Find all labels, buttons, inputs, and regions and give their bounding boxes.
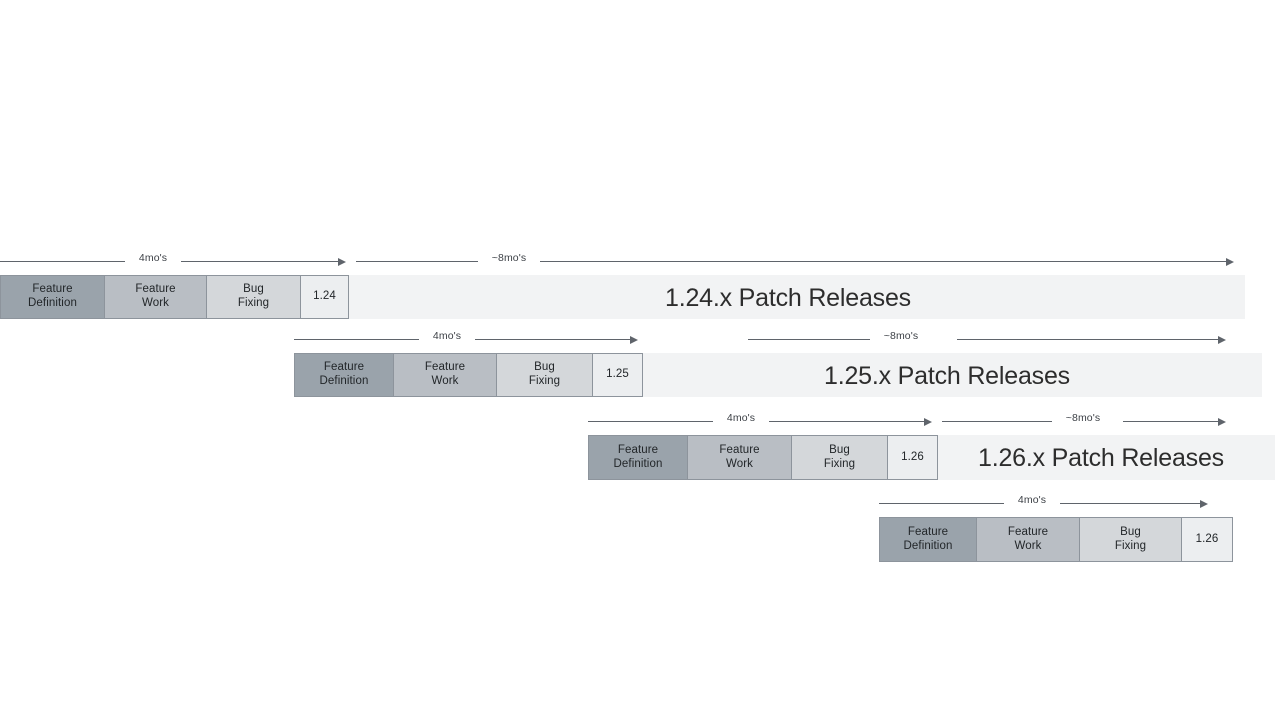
phase-track-126: Feature Definition Feature Work Bug Fixi… (588, 435, 938, 480)
phase-box-bug-fixing-126[interactable]: Bug Fixing (791, 435, 888, 480)
arrow-line-right (957, 339, 1220, 340)
phase-label-line1: Bug (243, 283, 264, 296)
version-tag-box-next[interactable]: 1.26 (1181, 517, 1233, 562)
phase-box-feature-work-126[interactable]: Feature Work (687, 435, 792, 480)
duration-label-dev-124: 4mo's (138, 252, 168, 264)
phase-box-feature-definition-next[interactable]: Feature Definition (879, 517, 977, 562)
phase-label-line2: Definition (319, 375, 369, 387)
phase-label-line1: Feature (32, 283, 73, 296)
duration-arrow-dev-126: 4mo's (588, 412, 934, 436)
arrow-line-right (1123, 421, 1220, 422)
version-tag-label: 1.24 (313, 290, 336, 303)
phase-box-feature-work-next[interactable]: Feature Work (976, 517, 1080, 562)
version-tag-label: 1.26 (1195, 532, 1219, 545)
phase-label-line1: Bug (534, 361, 555, 374)
duration-arrow-patch-125: ~8mo's (748, 330, 1236, 354)
arrow-line-right (181, 261, 340, 262)
arrowhead-icon (1200, 499, 1208, 508)
phase-box-bug-fixing-next[interactable]: Bug Fixing (1079, 517, 1182, 562)
duration-label-dev-next: 4mo's (1017, 494, 1047, 506)
phase-label-line1: Feature (719, 443, 760, 456)
arrowhead-icon (1226, 257, 1234, 266)
phase-box-feature-definition-126[interactable]: Feature Definition (588, 435, 688, 480)
phase-label-line2: Work (1014, 539, 1042, 552)
phase-box-feature-definition-125[interactable]: Feature Definition (294, 353, 394, 397)
phase-label-line1: Feature (617, 443, 659, 456)
version-tag-label: 1.26 (901, 450, 924, 463)
phase-label-line1: Bug (1120, 525, 1141, 538)
duration-arrow-patch-126: ~8mo's (942, 412, 1236, 436)
phase-label-line1: Bug (829, 443, 850, 456)
patch-release-label-126: 1.26.x Patch Releases (978, 444, 1224, 472)
version-tag-box-125[interactable]: 1.25 (592, 353, 643, 397)
phase-label-line2: Fixing (237, 297, 270, 309)
arrow-line-left (588, 421, 713, 422)
arrowhead-icon (1218, 335, 1226, 344)
arrow-line-left (356, 261, 478, 262)
phase-label-line1: Feature (1007, 525, 1049, 538)
phase-box-feature-definition-124[interactable]: Feature Definition (0, 275, 105, 319)
arrowhead-icon (630, 335, 638, 344)
arrowhead-icon (924, 417, 932, 426)
phase-box-bug-fixing-125[interactable]: Bug Fixing (496, 353, 593, 397)
phase-label-line1: Feature (323, 361, 365, 374)
arrow-line-left (294, 339, 419, 340)
phase-track-124: Feature Definition Feature Work Bug Fixi… (0, 275, 349, 319)
arrow-line-right (769, 421, 926, 422)
phase-label-line1: Feature (135, 283, 176, 296)
phase-label-line2: Fixing (528, 375, 561, 387)
arrowhead-icon (338, 257, 346, 266)
phase-label-line2: Definition (903, 539, 953, 552)
patch-release-label-124: 1.24.x Patch Releases (665, 284, 911, 312)
arrow-line-left (942, 421, 1052, 422)
phase-label-line2: Fixing (1114, 539, 1147, 552)
duration-arrow-patch-124: ~8mo's (356, 252, 1236, 276)
phase-box-bug-fixing-124[interactable]: Bug Fixing (206, 275, 301, 319)
arrow-line-left (748, 339, 870, 340)
duration-label-dev-125: 4mo's (432, 330, 462, 342)
arrow-line-right (475, 339, 632, 340)
duration-arrow-dev-124: 4mo's (0, 252, 348, 276)
phase-label-line2: Work (141, 297, 170, 309)
version-tag-label: 1.25 (606, 368, 629, 381)
phase-label-line1: Feature (424, 361, 466, 374)
version-tag-box-124[interactable]: 1.24 (300, 275, 349, 319)
phase-label-line2: Definition (28, 297, 77, 309)
phase-label-line2: Definition (613, 457, 663, 470)
phase-label-line1: Feature (907, 525, 949, 538)
phase-label-line2: Fixing (823, 457, 856, 470)
duration-arrow-dev-next: 4mo's (879, 494, 1210, 518)
duration-arrow-dev-125: 4mo's (294, 330, 640, 354)
arrow-line-right (540, 261, 1228, 262)
duration-label-patch-125: ~8mo's (883, 330, 919, 342)
patch-release-label-125: 1.25.x Patch Releases (824, 362, 1070, 390)
version-tag-box-126[interactable]: 1.26 (887, 435, 938, 480)
arrow-line-left (879, 503, 1004, 504)
duration-label-patch-124: ~8mo's (491, 252, 527, 264)
duration-label-dev-126: 4mo's (726, 412, 756, 424)
phase-track-125: Feature Definition Feature Work Bug Fixi… (294, 353, 643, 397)
arrow-line-left (0, 261, 125, 262)
phase-label-line2: Work (431, 375, 459, 387)
arrow-line-right (1060, 503, 1202, 504)
arrowhead-icon (1218, 417, 1226, 426)
phase-box-feature-work-125[interactable]: Feature Work (393, 353, 497, 397)
phase-track-next: Feature Definition Feature Work Bug Fixi… (879, 517, 1233, 562)
phase-label-line2: Work (725, 457, 754, 470)
phase-box-feature-work-124[interactable]: Feature Work (104, 275, 207, 319)
duration-label-patch-126: ~8mo's (1065, 412, 1101, 424)
